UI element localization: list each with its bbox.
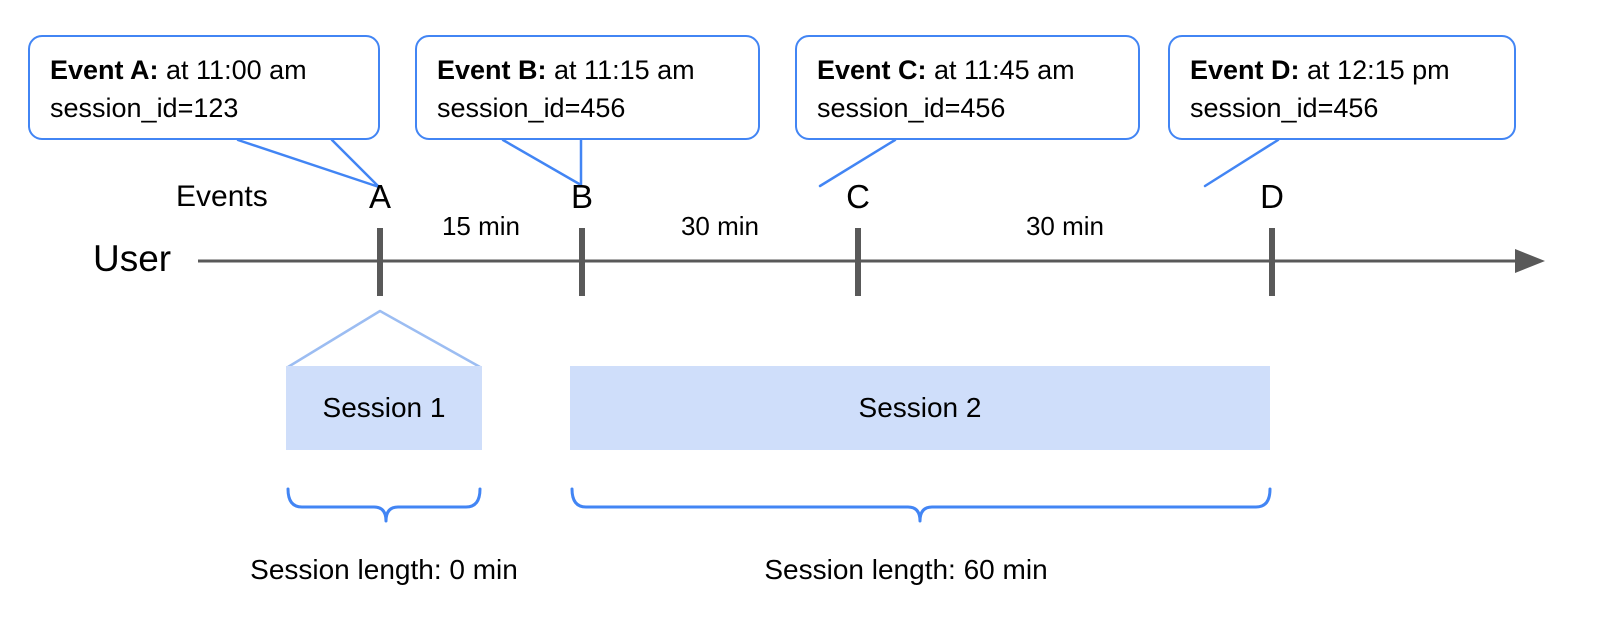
- callout-event-b: Event B: at 11:15 am session_id=456: [415, 35, 760, 140]
- callout-event-d: Event D: at 12:15 pm session_id=456: [1168, 35, 1516, 140]
- callout-event-b-lead: Event B:: [437, 55, 547, 85]
- session-1-length-label: Session length: 0 min: [250, 554, 518, 585]
- callout-event-b-line1: Event B: at 11:15 am: [437, 51, 740, 89]
- callout-event-a-line1: Event A: at 11:00 am: [50, 51, 360, 89]
- callout-event-d-line2: session_id=456: [1190, 93, 1379, 124]
- callout-tail-d: [1203, 138, 1280, 188]
- session-bar-1-label: Session 1: [322, 392, 446, 423]
- session-1-funnel: [287, 309, 481, 369]
- callout-event-b-line2: session_id=456: [437, 93, 626, 124]
- gap-label-b-c: 30 min: [680, 211, 760, 241]
- callout-tail-c: [818, 138, 897, 188]
- event-marker-label-d: D: [1260, 178, 1284, 215]
- callout-tail-b: [501, 138, 583, 187]
- gap-label-a-b: 15 min: [441, 211, 521, 241]
- row-label-events: Events: [176, 180, 268, 213]
- callout-event-c-line1: Event C: at 11:45 am: [817, 51, 1120, 89]
- session-2-length-label: Session length: 60 min: [764, 554, 1048, 585]
- callout-event-c-line2: session_id=456: [817, 93, 1006, 124]
- callout-tail-a: [236, 138, 381, 189]
- event-marker-label-b: B: [570, 178, 593, 215]
- callout-event-a-lead: Event A:: [50, 55, 159, 85]
- callout-event-d-line1: Event D: at 12:15 pm: [1190, 51, 1496, 89]
- event-marker-label-c: C: [846, 178, 870, 215]
- callout-event-d-time: at 12:15 pm: [1299, 55, 1450, 85]
- gap-label-c-d: 30 min: [1025, 211, 1105, 241]
- callout-event-a: Event A: at 11:00 am session_id=123: [28, 35, 380, 140]
- callout-event-c-time: at 11:45 am: [926, 55, 1075, 85]
- session-bar-2: Session 2: [570, 366, 1270, 450]
- callout-event-c-lead: Event C:: [817, 55, 927, 85]
- event-marker-label-a: A: [368, 178, 391, 215]
- session-bar-2-label: Session 2: [858, 392, 982, 423]
- session-2-brace: [570, 487, 1272, 523]
- callout-event-c: Event C: at 11:45 am session_id=456: [795, 35, 1140, 140]
- callout-event-a-time: at 11:00 am: [158, 55, 307, 85]
- session-1-brace: [286, 487, 482, 523]
- callout-event-a-line2: session_id=123: [50, 93, 239, 124]
- row-label-user: User: [93, 238, 172, 279]
- session-bar-1: Session 1: [286, 366, 482, 450]
- callout-event-b-time: at 11:15 am: [546, 55, 695, 85]
- callout-event-d-lead: Event D:: [1190, 55, 1300, 85]
